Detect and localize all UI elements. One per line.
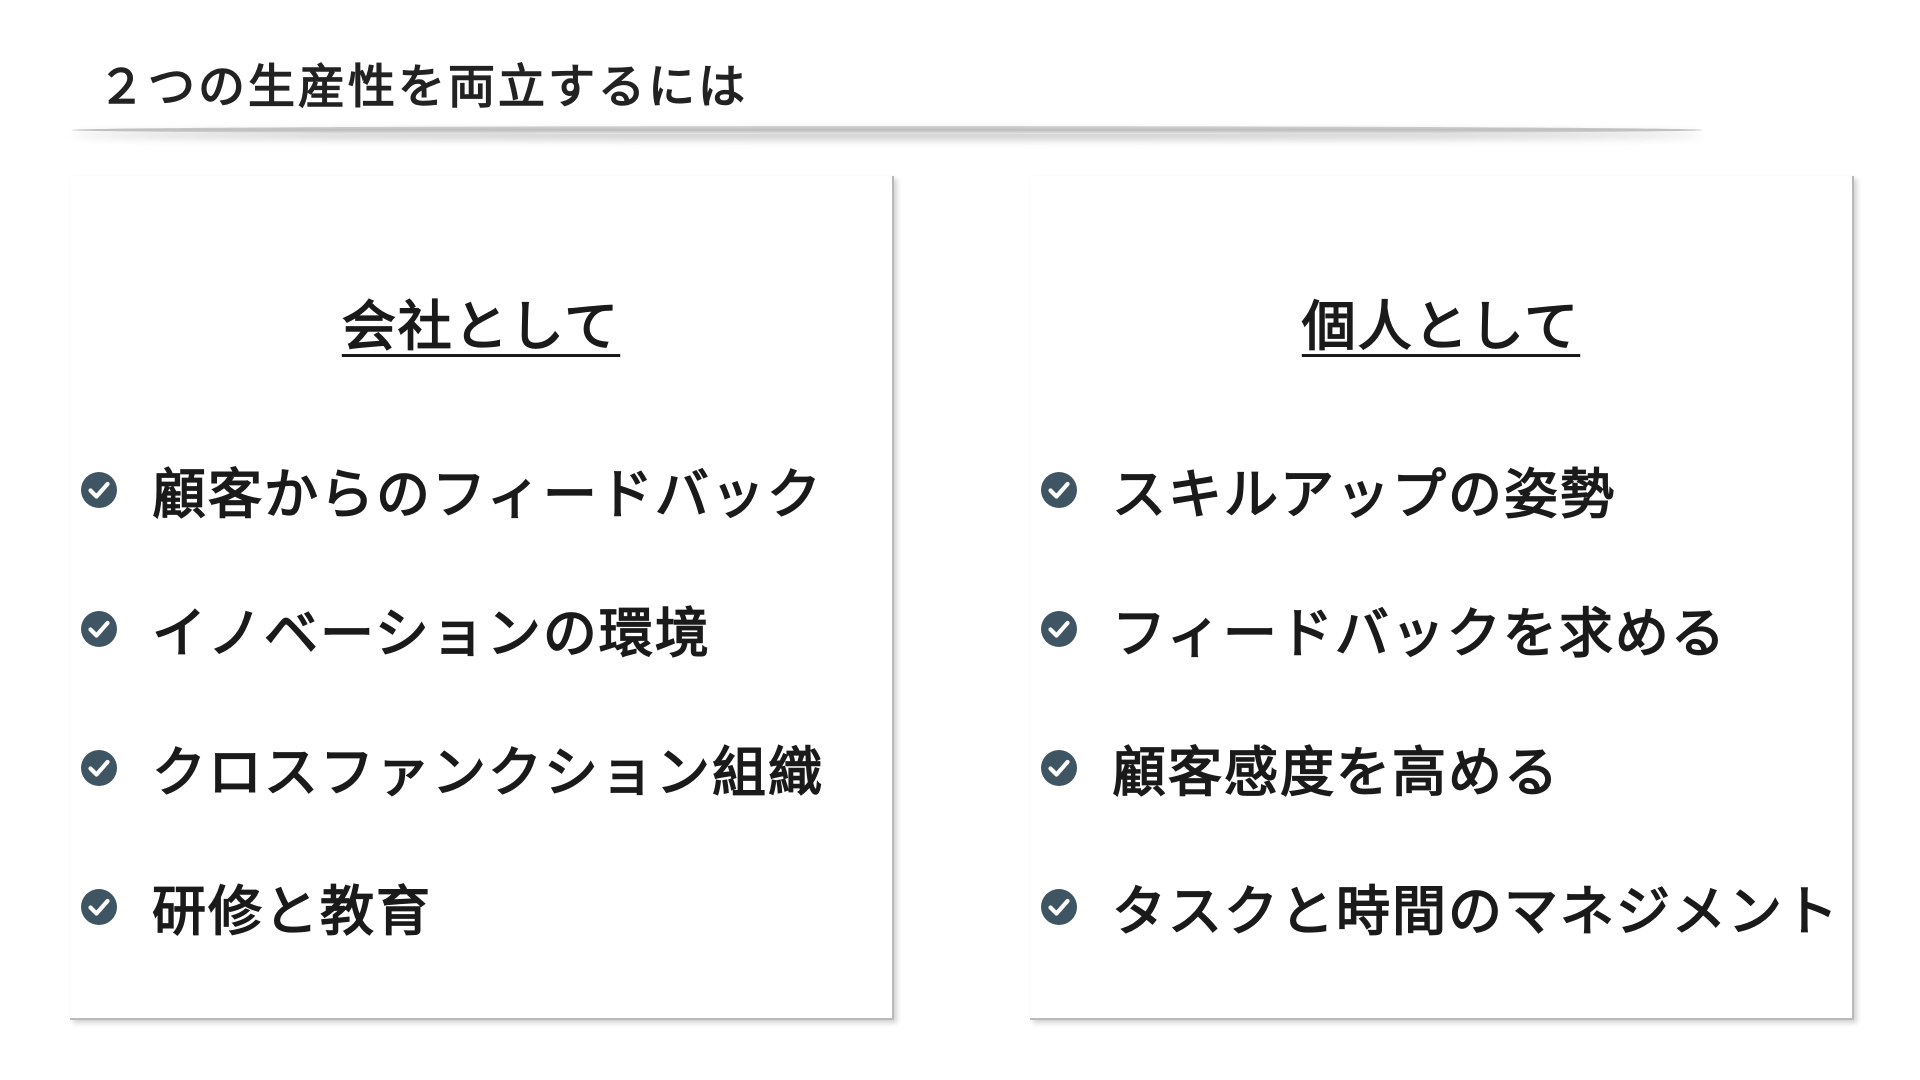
list-item: フィードバックを求める [1040,559,1840,698]
panel-individual: 個人として スキルアップの姿勢 フィードバックを求める [1030,176,1854,1020]
panel-heading-company: 会社として [70,282,892,361]
list-item-text: タスクと時間のマネジメント [1112,880,1840,943]
list-item-text: フィードバックを求める [1112,602,1727,665]
check-circle-icon [81,471,117,508]
list-item: イノベーションの環境 [80,559,824,698]
panel-heading-individual-text: 個人として [1301,295,1581,358]
slide-title: ２つの生産性を両立するには [98,60,748,115]
list-item: クロスファンクション組織 [80,698,824,837]
panel-heading-individual: 個人として [1030,282,1852,361]
individual-items-list: スキルアップの姿勢 フィードバックを求める 顧客感度を高める [1040,420,1840,976]
list-item: 顧客感度を高める [1040,698,1840,837]
list-item: 顧客からのフィードバック [80,420,824,559]
list-item-text: クロスファンクション組織 [152,741,824,804]
check-circle-icon [81,610,117,647]
list-item-text: スキルアップの姿勢 [1112,463,1616,526]
check-circle-icon [1041,610,1077,647]
check-circle-icon [1041,471,1077,508]
list-item-text: イノベーションの環境 [152,602,711,665]
list-item-text: 研修と教育 [152,880,432,943]
panel-company: 会社として 顧客からのフィードバック イノベーションの環境 [70,176,894,1020]
list-item-text: 顧客感度を高める [1112,741,1560,804]
check-circle-icon [81,749,117,786]
panel-heading-company-text: 会社として [341,295,621,358]
list-item-text: 顧客からのフィードバック [152,463,823,526]
list-item: スキルアップの姿勢 [1040,420,1840,559]
list-item: タスクと時間のマネジメント [1040,837,1840,976]
list-item: 研修と教育 [80,837,824,976]
check-circle-icon [1041,888,1077,925]
check-circle-icon [1041,749,1077,786]
check-circle-icon [81,888,117,925]
title-divider [72,126,1702,134]
company-items-list: 顧客からのフィードバック イノベーションの環境 クロスファンクション組織 [80,420,824,976]
